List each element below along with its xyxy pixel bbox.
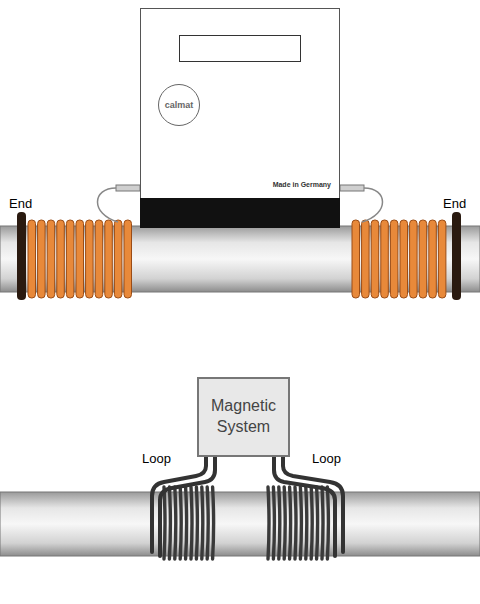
display-window — [179, 35, 301, 62]
coil-winding — [180, 487, 181, 559]
coil-end — [452, 212, 461, 300]
wire-coil — [164, 487, 328, 559]
coil-winding — [213, 487, 214, 559]
coil-winding — [175, 487, 176, 559]
copper-coil — [28, 220, 446, 298]
end-label: End — [443, 196, 466, 211]
logo-circle: calmat — [158, 84, 200, 126]
coil-winding — [279, 487, 280, 559]
loop-label: Loop — [312, 451, 341, 466]
coil-winding — [76, 220, 84, 298]
coil-winding — [57, 220, 65, 298]
coil-winding — [300, 487, 301, 559]
coil-winding — [429, 220, 437, 298]
coil-winding — [114, 220, 122, 298]
coil-winding — [390, 220, 398, 298]
coil-winding — [268, 487, 269, 559]
loop-wire — [152, 457, 343, 556]
coil-winding — [311, 487, 312, 559]
cable — [98, 188, 119, 222]
coil-winding — [196, 487, 197, 559]
coil-winding — [371, 220, 379, 298]
pipe — [0, 492, 480, 556]
coil-winding — [381, 220, 389, 298]
coil-winding — [273, 487, 274, 559]
brand-logo: calmat — [165, 100, 194, 110]
coil-winding — [86, 220, 94, 298]
coil-winding — [66, 220, 74, 298]
system-box: Magnetic System — [197, 377, 290, 457]
cable-plug — [340, 185, 364, 191]
coil-winding — [169, 487, 170, 559]
coil-winding — [284, 487, 285, 559]
coil-winding — [207, 487, 208, 559]
coil-winding — [47, 220, 55, 298]
cable — [362, 188, 383, 222]
coil-winding — [419, 220, 427, 298]
coil-end — [17, 212, 26, 300]
coil-winding — [317, 487, 318, 559]
coil-winding — [438, 220, 446, 298]
coil-winding — [410, 220, 418, 298]
coil-winding — [95, 220, 103, 298]
coil-winding — [290, 487, 291, 559]
coil-winding — [186, 487, 187, 559]
device-base — [140, 198, 340, 228]
end-label: End — [9, 196, 32, 211]
coil-winding — [322, 487, 323, 559]
system-label: Magnetic System — [205, 396, 282, 438]
coil-winding — [362, 220, 370, 298]
device-housing: Made in Germany calmat — [140, 8, 340, 228]
cable-plug — [116, 185, 140, 191]
coil-winding — [202, 487, 203, 559]
coil-winding — [295, 487, 296, 559]
coil-winding — [38, 220, 46, 298]
coil-winding — [124, 220, 132, 298]
coil-winding — [352, 220, 360, 298]
coil-winding — [164, 487, 165, 559]
coil-winding — [327, 487, 328, 559]
coil-winding — [105, 220, 113, 298]
coil-winding — [28, 220, 36, 298]
loop-label: Loop — [142, 451, 171, 466]
coil-winding — [191, 487, 192, 559]
origin-text: Made in Germany — [273, 181, 331, 188]
coil-winding — [400, 220, 408, 298]
coil-winding — [306, 487, 307, 559]
